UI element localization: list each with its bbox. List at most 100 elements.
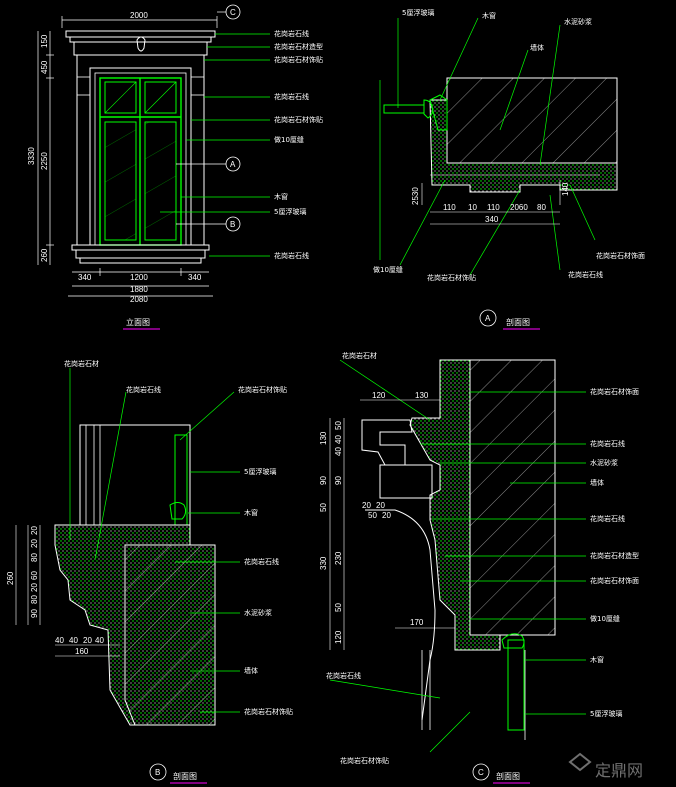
section-c-dim-40b: 40 (334, 447, 343, 456)
section-a-dim-140: 140 (561, 182, 570, 196)
section-b-dim-260: 260 (6, 571, 15, 585)
section-a-dim-2060: 2060 (510, 203, 528, 212)
section-c-dim-120-left: 120 (334, 630, 343, 644)
section-b-dim-80a: 80 (30, 553, 39, 562)
section-c-view: 花岗岩石材 花岗岩石材饰面 花岗岩石线 水泥砂浆 墙体 花岗岩石线 花岗岩石材造… (319, 351, 639, 784)
section-b-dim-20a: 20 (30, 526, 39, 535)
section-c-dim-130-top: 130 (415, 391, 429, 400)
section-b-label-stoneline: 花岗岩石线 (126, 385, 161, 394)
elevation-label-8: 5厘浮玻璃 (274, 207, 306, 216)
section-a-mark-letter: A (485, 314, 491, 323)
section-c-title: 剖面图 (496, 771, 520, 781)
elevation-bottom-dim-340-left: 340 (78, 273, 92, 282)
section-a-label-window: 木窗 (482, 11, 496, 20)
elevation-label-7: 木窗 (274, 192, 288, 201)
keystone-ornament (136, 36, 146, 52)
section-c-label-wall: 墙体 (590, 478, 604, 487)
elevation-dim-150: 150 (40, 34, 49, 48)
section-a-dim-10: 10 (468, 203, 477, 212)
section-b-label-glass: 5厘浮玻璃 (244, 467, 276, 476)
section-c-label-glass: 5厘浮玻璃 (590, 709, 622, 718)
elevation-total-height: 3330 (27, 147, 36, 165)
section-c-label-shape: 花岗岩石材造型 (590, 551, 639, 560)
section-c-label-mortar: 水泥砂浆 (590, 458, 618, 467)
section-b-mark (149, 763, 167, 781)
section-b-dim-40a: 40 (55, 636, 64, 645)
section-c-mark-letter: C (478, 768, 484, 777)
elevation-dim-450: 450 (40, 60, 49, 74)
section-b-dim-20d: 20 (83, 636, 92, 645)
section-c-bracket-profile (365, 509, 436, 721)
section-a-dim-80: 80 (537, 203, 546, 212)
section-c-label-stoneline: 花岗岩石线 (590, 439, 625, 448)
section-a-label-facing: 花岗岩石材饰面 (596, 251, 645, 260)
section-c-dim-20b: 20 (376, 501, 385, 510)
section-a-dim-2530: 2530 (411, 187, 420, 205)
section-mark-a-letter: A (230, 160, 236, 169)
section-c-dim-50d: 50 (334, 603, 343, 612)
section-a-window (383, 104, 425, 114)
section-c-label-window: 木窗 (590, 655, 604, 664)
watermark-logo-icon (568, 752, 592, 772)
elevation-top-dim: 2000 (130, 11, 148, 20)
section-c-mark (472, 763, 490, 781)
section-c-dim-50c: 50 (368, 511, 377, 520)
elevation-dim-2250: 2250 (40, 152, 49, 170)
section-c-dim-120-top: 120 (372, 391, 386, 400)
elevation-dim-260: 260 (40, 248, 49, 262)
elevation-view: 2000 C (27, 4, 323, 330)
elevation-leaders (160, 33, 270, 257)
section-a-label-joint: 做10厘缝 (373, 265, 403, 274)
elevation-label-4: 花岗岩石线 (274, 92, 309, 101)
section-a-title: 剖面图 (506, 317, 530, 327)
elevation-bottom-dim-1880: 1880 (130, 285, 148, 294)
section-c-dim-20a: 20 (362, 501, 371, 510)
section-c-dim-230: 230 (334, 551, 343, 565)
section-b-label-window: 木窗 (244, 508, 258, 517)
section-b-dim-160: 160 (75, 647, 89, 656)
elevation-title: 立面图 (126, 317, 150, 327)
section-b-dim-20b: 20 (30, 539, 39, 548)
section-b-label-veneer: 花岗岩石材饰贴 (238, 385, 287, 394)
section-c-window (507, 639, 525, 731)
section-b-label-stoneline-2: 花岗岩石线 (244, 557, 279, 566)
section-b-dim-60: 60 (30, 571, 39, 580)
section-c-label-stoneline-2: 花岗岩石线 (590, 514, 625, 523)
section-mark-b-letter: B (230, 220, 235, 229)
section-c-cornice (361, 419, 413, 466)
elevation-bottom-dim-2080: 2080 (130, 295, 148, 304)
section-b-title: 剖面图 (173, 771, 197, 781)
section-c-label-stone: 花岗岩石材 (342, 351, 377, 360)
section-b-wall (124, 544, 216, 726)
section-a-label-wall: 墙体 (530, 43, 544, 52)
section-a-dim-110b: 110 (487, 203, 500, 212)
section-c-label-stoneline-3: 花岗岩石线 (326, 671, 361, 680)
section-b-dim-40b: 40 (69, 636, 78, 645)
elevation-label-9: 花岗岩石线 (274, 251, 309, 260)
section-c-dim-90b: 90 (334, 476, 343, 485)
section-a-view: 5厘浮玻璃 木窗 水泥砂浆 墙体 花岗岩石材饰面 做10厘缝 花岗岩石材饰贴 花… (373, 8, 645, 330)
section-a-label-glass: 5厘浮玻璃 (402, 8, 434, 17)
elevation-label-1: 花岗岩石线 (274, 29, 309, 38)
section-c-dim-330: 330 (319, 556, 328, 570)
section-c-label-facing-2: 花岗岩石材饰面 (590, 576, 639, 585)
elevation-label-5: 花岗岩石材饰贴 (274, 115, 323, 124)
section-c-dim-20c: 20 (382, 511, 391, 520)
section-b-dim-20c: 20 (30, 583, 39, 592)
section-a-dim-340: 340 (485, 215, 499, 224)
section-b-label-stone: 花岗岩石材 (64, 359, 99, 368)
section-b-dim-80b: 80 (30, 595, 39, 604)
section-mark-c-letter: C (230, 8, 236, 17)
section-b-mark-letter: B (155, 768, 160, 777)
section-b-label-veneer-2: 花岗岩石材饰贴 (244, 707, 293, 716)
section-c-dim-50a: 50 (334, 421, 343, 430)
section-b-dim-90: 90 (30, 609, 39, 618)
section-c-wall (469, 359, 556, 636)
section-c-dim-130-left: 130 (319, 431, 328, 445)
elevation-label-2: 花岗岩石材造型 (274, 42, 323, 51)
elevation-bottom-dim-340-right: 340 (188, 273, 202, 282)
section-c-label-veneer: 花岗岩石材饰贴 (340, 756, 389, 765)
section-b-dim-40c: 40 (95, 636, 104, 645)
elevation-label-6: 做10厘缝 (274, 135, 304, 144)
